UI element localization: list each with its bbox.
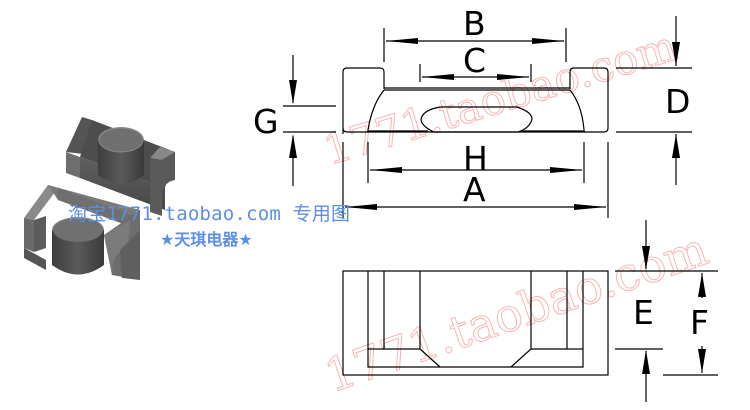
label-a: A: [463, 170, 486, 209]
top-view-outline: [342, 67, 609, 134]
lower-core-half: [24, 185, 140, 280]
label-e: E: [633, 293, 654, 332]
watermark-shop-name: ★天琪电器★: [160, 230, 253, 249]
side-view-outline: [342, 270, 609, 376]
watermark-shop-url: 淘宝1771.taobao.com 专用图: [68, 203, 351, 225]
label-g: G: [253, 102, 279, 141]
label-c: C: [463, 41, 487, 80]
label-d: D: [665, 82, 691, 121]
label-f: F: [690, 303, 709, 342]
label-b: B: [463, 4, 486, 43]
ferrite-core-photo: [24, 117, 175, 280]
upper-core-half: [66, 117, 175, 216]
label-h: H: [463, 139, 488, 178]
